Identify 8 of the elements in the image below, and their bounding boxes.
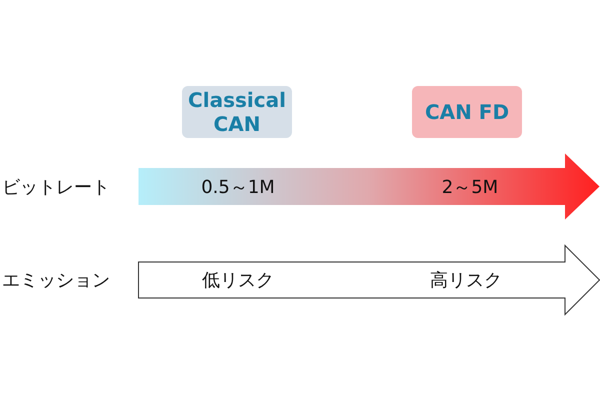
row-label: エミッション xyxy=(2,269,110,292)
arrow-text: 2～5M xyxy=(442,176,498,198)
label-box: CAN FD xyxy=(412,86,522,138)
arrow-text: 低リスク xyxy=(202,269,274,292)
row-label: ビットレート xyxy=(2,176,110,198)
arrow-text: 0.5～1M xyxy=(201,176,275,198)
arrow-text: 高リスク xyxy=(430,269,502,292)
label-box: Classical CAN xyxy=(182,86,292,138)
